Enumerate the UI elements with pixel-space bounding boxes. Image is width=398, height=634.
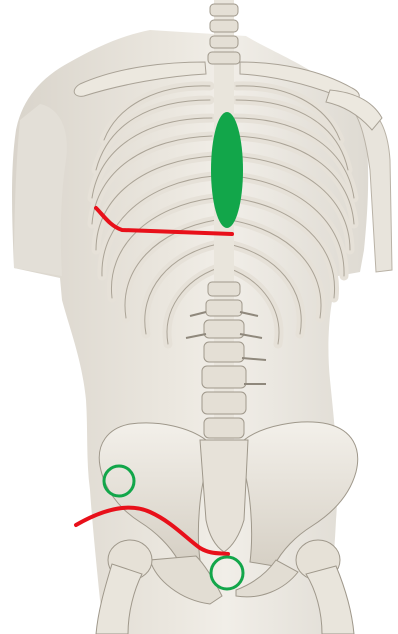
sternum-ellipse: [211, 112, 243, 228]
